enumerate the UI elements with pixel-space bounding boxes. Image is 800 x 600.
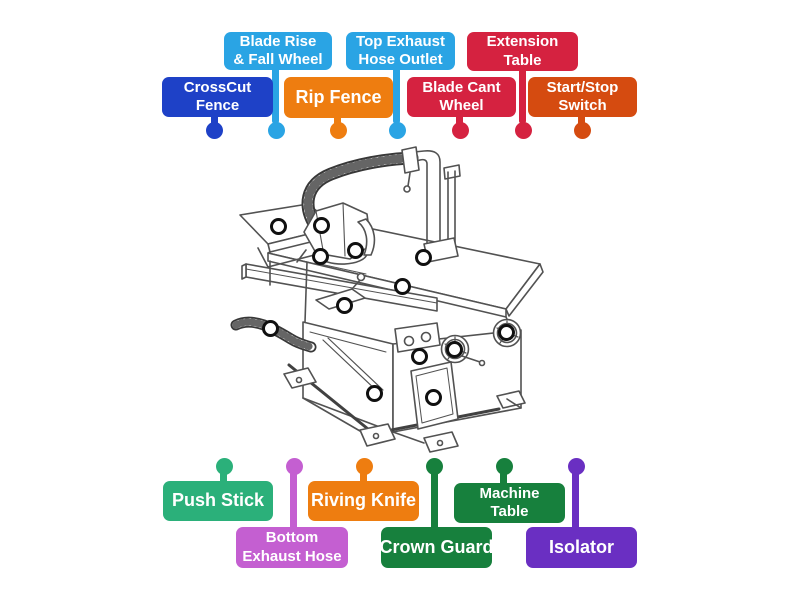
- label-line: Start/Stop: [546, 78, 619, 96]
- hotspot-marker[interactable]: [336, 297, 353, 314]
- label-push-stick[interactable]: Push Stick: [163, 481, 273, 521]
- connector-dot: [216, 458, 233, 475]
- connector-dot: [515, 122, 532, 139]
- connector-stem: [290, 468, 297, 531]
- label-line: Blade Rise: [239, 32, 317, 50]
- label-start-stop-switch[interactable]: Start/Stop Switch: [528, 77, 637, 117]
- connector-stem: [519, 65, 526, 124]
- connector-stem: [572, 468, 579, 531]
- connector-dot: [206, 122, 223, 139]
- connector-stem: [500, 468, 507, 487]
- label-line: Blade Cant: [422, 78, 501, 96]
- label-top-exhaust-hose-outlet[interactable]: Top Exhaust Hose Outlet: [346, 32, 455, 70]
- connector-dot: [356, 458, 373, 475]
- top-exhaust-pipe: [403, 150, 441, 251]
- label-line: Isolator: [548, 536, 614, 557]
- label-isolator[interactable]: Isolator: [526, 527, 637, 568]
- label-line: Switch: [558, 97, 607, 114]
- label-line: Fence: [195, 97, 240, 114]
- connector-dot: [389, 122, 406, 139]
- label-line: CrossCut: [183, 78, 252, 96]
- connector-dot: [330, 122, 347, 139]
- hotspot-marker[interactable]: [415, 249, 432, 266]
- label-crosscut-fence[interactable]: CrossCut Fence: [162, 77, 273, 117]
- label-rip-fence[interactable]: Rip Fence: [284, 77, 393, 118]
- label-line: Riving Knife: [311, 490, 417, 511]
- label-line: Top Exhaust: [356, 32, 445, 50]
- label-line: Bottom: [265, 529, 319, 547]
- label-blade-rise-fall-wheel[interactable]: Blade Rise & Fall Wheel: [224, 32, 332, 70]
- riving-knife-shape: [357, 218, 376, 256]
- connector-stem: [334, 111, 341, 126]
- label-line: & Fall Wheel: [233, 51, 323, 68]
- label-line: Machine: [479, 484, 540, 502]
- bottom-hose: [232, 318, 315, 351]
- label-machine-table[interactable]: Machine Table: [454, 483, 565, 523]
- connector-stem: [360, 468, 367, 485]
- hotspot-marker[interactable]: [270, 218, 287, 235]
- hotspot-marker[interactable]: [411, 348, 428, 365]
- connector-stem: [211, 110, 218, 126]
- connector-dot: [568, 458, 585, 475]
- hotspot-marker[interactable]: [312, 248, 329, 265]
- connector-dot: [496, 458, 513, 475]
- hotspot-marker[interactable]: [394, 278, 411, 295]
- cabinet-left-face: [302, 321, 394, 433]
- connector-stem: [431, 468, 438, 531]
- label-line: Hose Outlet: [358, 51, 443, 68]
- label-line: Table: [503, 51, 542, 69]
- label-blade-cant-wheel[interactable]: Blade Cant Wheel: [407, 77, 516, 117]
- connector-stem: [456, 110, 463, 126]
- hotspot-marker[interactable]: [446, 341, 463, 358]
- connector-dot: [268, 122, 285, 139]
- connector-dot: [452, 122, 469, 139]
- label-bottom-exhaust-hose[interactable]: Bottom Exhaust Hose: [236, 527, 348, 568]
- hotspot-marker[interactable]: [498, 324, 515, 341]
- connector-stem: [272, 64, 279, 124]
- hotspot-marker[interactable]: [366, 385, 383, 402]
- label-line: Push Stick: [171, 490, 265, 511]
- connector-stem: [393, 64, 400, 124]
- connector-stem: [578, 110, 585, 126]
- hotspot-marker[interactable]: [347, 242, 364, 259]
- label-riving-knife[interactable]: Riving Knife: [308, 481, 419, 521]
- connector-dot: [574, 122, 591, 139]
- connector-dot: [286, 458, 303, 475]
- label-line: Wheel: [439, 97, 484, 114]
- label-line: Extension: [486, 33, 559, 51]
- flex-hose: [303, 153, 417, 235]
- label-line: Crown Guard: [379, 536, 494, 557]
- label-crown-guard[interactable]: Crown Guard: [379, 527, 494, 568]
- hotspot-marker[interactable]: [313, 217, 330, 234]
- label-line: Table: [490, 503, 529, 520]
- hotspot-marker[interactable]: [262, 320, 279, 337]
- hotspot-marker[interactable]: [425, 389, 442, 406]
- connector-dot: [426, 458, 443, 475]
- label-extension-table[interactable]: Extension Table: [467, 32, 578, 71]
- connector-stem: [220, 468, 227, 485]
- label-line: Rip Fence: [295, 86, 382, 107]
- label-line: Exhaust Hose: [242, 547, 342, 565]
